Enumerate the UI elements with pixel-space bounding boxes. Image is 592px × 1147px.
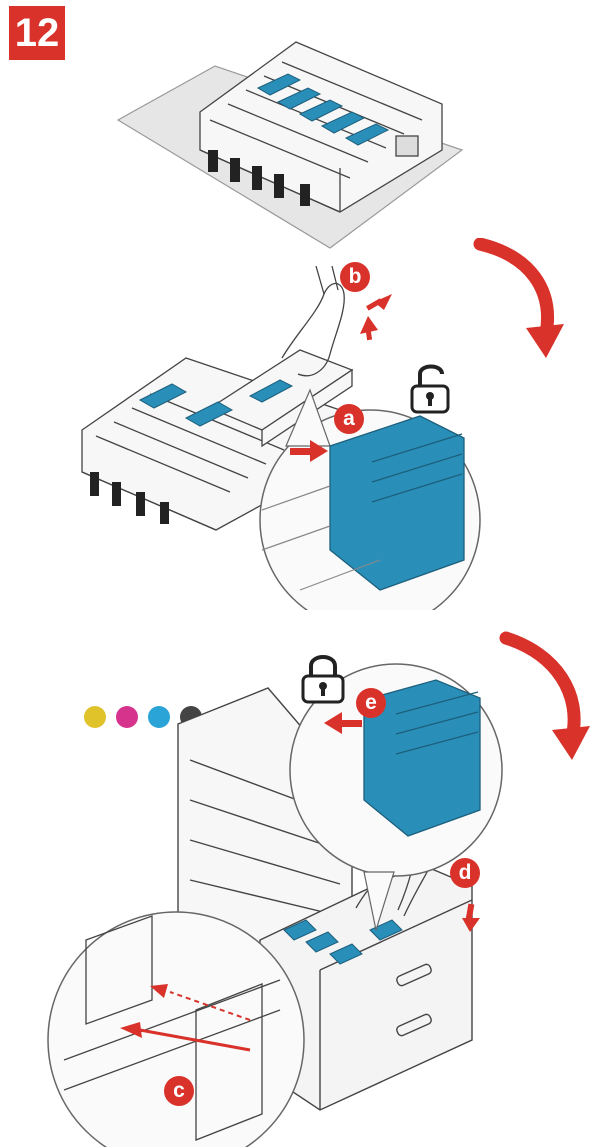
callout-d: d [450, 858, 480, 888]
yellow-dot [84, 706, 106, 728]
callout-e: e [356, 688, 386, 718]
toner-color-dots [84, 706, 202, 728]
magenta-dot [116, 706, 138, 728]
drums-on-paper-illustration [116, 41, 464, 249]
padlock-open-icon [410, 364, 450, 414]
install-drum-printer-illustration [47, 663, 503, 1147]
zoom-detail-circle-slot [47, 911, 305, 1147]
hand-sketch [281, 265, 345, 377]
zoom-pointer [285, 388, 331, 447]
drum-clip-closeup-lock [363, 679, 481, 837]
installed-drum-clips [283, 919, 403, 965]
push-arrow-left-icon [324, 712, 362, 734]
unlock-drum-illustration [81, 265, 481, 610]
callout-c: c [164, 1076, 194, 1106]
closeup-frame-lines [261, 485, 381, 591]
drum-blue-clips-2 [138, 379, 294, 427]
cyan-dot [148, 706, 170, 728]
press-down-arrow-icon [462, 903, 480, 932]
step-number-badge: 12 [9, 6, 65, 60]
drum-clip-closeup [329, 415, 465, 591]
curved-arrow-down-icon [473, 238, 564, 358]
callout-a: a [334, 404, 364, 434]
curved-arrow-down-icon-2 [499, 631, 590, 760]
slot-detail-lines [63, 915, 281, 1141]
slot-guide-arrows [120, 984, 251, 1052]
zoom-pointer-lock [363, 871, 395, 931]
printer-body [259, 863, 473, 1111]
callout-b: b [340, 262, 370, 292]
drum-blue-clips [256, 73, 390, 146]
padlock-closed-icon [301, 655, 345, 704]
push-arrow-right-icon [290, 440, 328, 462]
lift-arrows [360, 294, 392, 341]
